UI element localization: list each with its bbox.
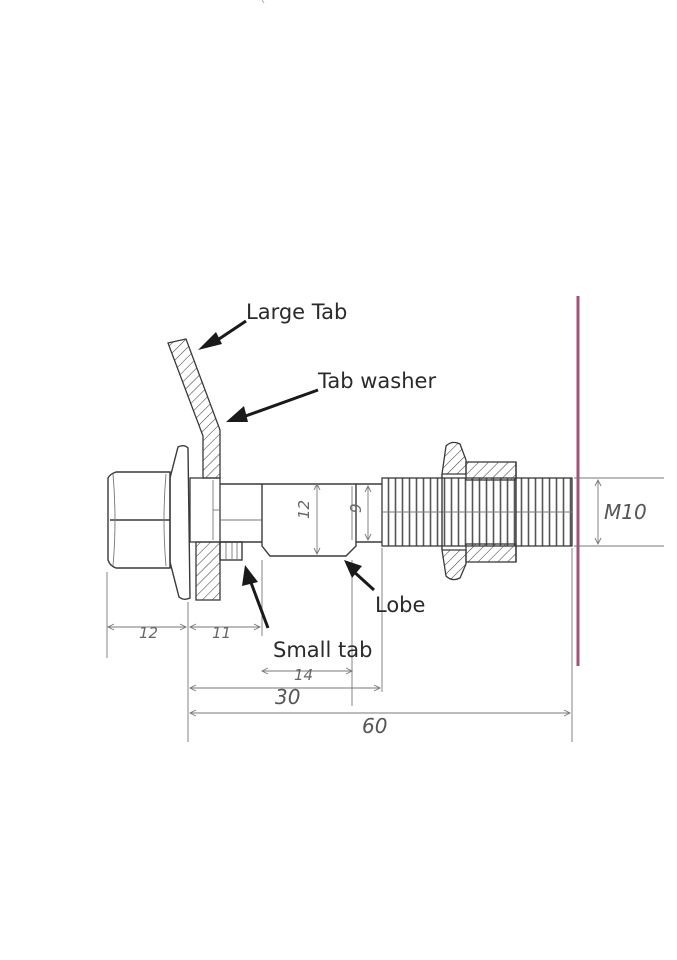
- dim-lobe-length: 14: [294, 666, 313, 684]
- callout-arrows: [198, 319, 376, 629]
- nut: [441, 441, 517, 581]
- dim-washer-stack: 11: [212, 624, 231, 642]
- label-lobe: Lobe: [375, 593, 425, 617]
- arrow-large-tab: [198, 332, 222, 350]
- dimension-lines: [106, 477, 664, 742]
- arrow-lobe: [344, 560, 362, 578]
- dim-overall: 60: [362, 714, 387, 738]
- bolt-flange: [169, 445, 191, 600]
- dim-shank-diameter: 9: [347, 503, 365, 513]
- bolt-shank: [220, 483, 382, 543]
- scan-mark: [261, 0, 265, 4]
- bolt-head: [107, 471, 171, 569]
- lobe: [261, 484, 357, 557]
- tab-washer: [167, 338, 221, 601]
- arrow-small-tab: [242, 565, 258, 586]
- arrow-tab-washer: [226, 406, 248, 422]
- dim-thread-size: M10: [604, 500, 647, 524]
- label-small-tab: Small tab: [273, 638, 372, 662]
- label-large-tab: Large Tab: [246, 300, 347, 324]
- small-tab: [219, 541, 243, 561]
- dim-lobe-diameter: 12: [295, 500, 313, 519]
- dim-to-thread: 30: [275, 685, 300, 709]
- label-tab-washer: Tab washer: [317, 369, 436, 393]
- dim-head-length: 12: [139, 624, 158, 642]
- thread: [381, 477, 573, 547]
